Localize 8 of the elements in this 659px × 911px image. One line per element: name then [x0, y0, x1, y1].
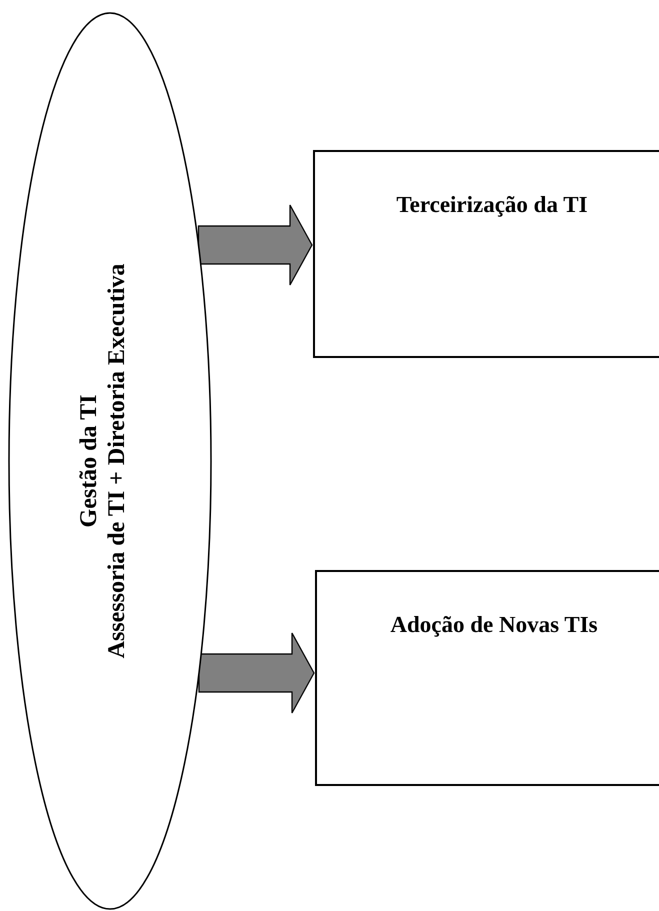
- ellipse-heading: Gestão da TI: [76, 394, 103, 528]
- ellipse-subheading: Assessoria de TI + Diretoria Executiva: [104, 264, 131, 658]
- box-label: Terceirização da TI: [395, 192, 589, 218]
- block-arrow: [198, 632, 315, 714]
- block-arrow: [198, 204, 313, 286]
- process-box: [313, 150, 659, 358]
- process-box: [315, 570, 659, 786]
- box-label: Adoção de Novas TIs: [389, 612, 599, 638]
